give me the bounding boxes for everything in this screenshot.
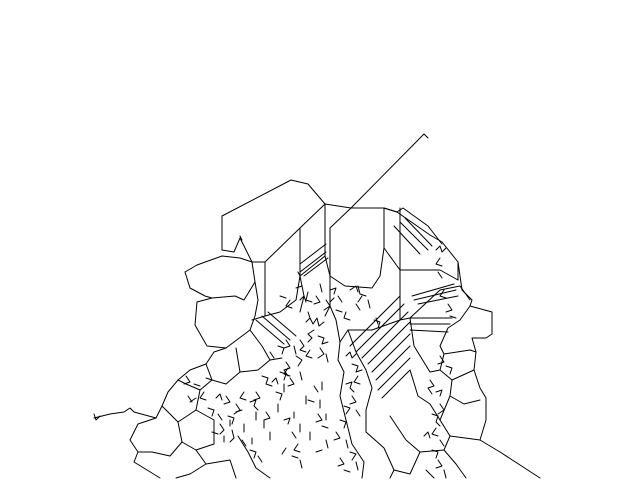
line-drawing-canvas [0, 0, 640, 480]
